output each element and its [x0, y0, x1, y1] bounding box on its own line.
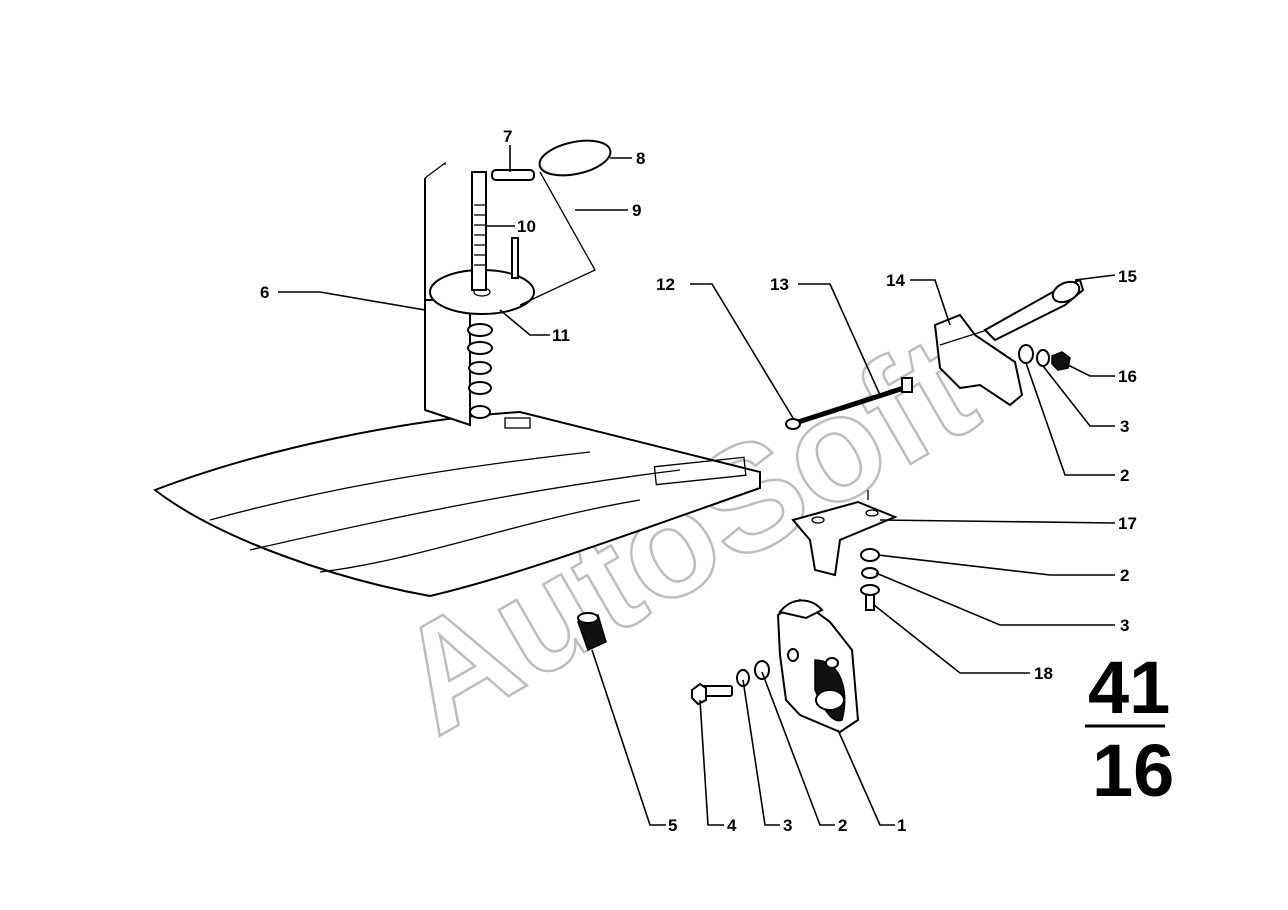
hood-lock	[776, 598, 860, 734]
callout-12: 12	[656, 275, 675, 294]
callout-17: 17	[1118, 514, 1137, 533]
callout-2-top: 2	[1120, 466, 1129, 485]
safety-catch-assembly	[785, 278, 1085, 430]
bolt-and-washers	[691, 660, 770, 706]
callout-15: 15	[1118, 267, 1137, 286]
callout-3-top: 3	[1120, 417, 1129, 436]
callout-14: 14	[886, 271, 905, 290]
callout-13: 13	[770, 275, 789, 294]
callout-5: 5	[668, 816, 677, 835]
callout-2-bottom: 2	[838, 816, 847, 835]
group-number-top: 41	[1088, 646, 1170, 729]
hood-assembly	[152, 139, 761, 598]
callout-9: 9	[632, 201, 641, 220]
callout-11: 11	[552, 326, 570, 345]
callout-7: 7	[503, 127, 512, 146]
callout-3-middle: 3	[1120, 616, 1129, 635]
callout-4: 4	[727, 816, 737, 835]
group-number-bottom: 16	[1092, 729, 1174, 812]
rubber-buffer	[577, 612, 607, 652]
callout-2-middle: 2	[1120, 566, 1129, 585]
group-number: 41 16	[1085, 646, 1174, 812]
callout-numbers: 1 2 3 4 5 6 7 8 9 10 11 12 13 14 15 16 3…	[260, 127, 1137, 835]
leader-lines	[278, 145, 1116, 826]
callout-6: 6	[260, 283, 269, 302]
callout-16: 16	[1118, 367, 1137, 386]
callout-1: 1	[897, 816, 906, 835]
callout-10: 10	[517, 217, 536, 236]
callout-8: 8	[636, 149, 645, 168]
callout-18: 18	[1034, 664, 1053, 683]
callout-3-bottom: 3	[783, 816, 792, 835]
